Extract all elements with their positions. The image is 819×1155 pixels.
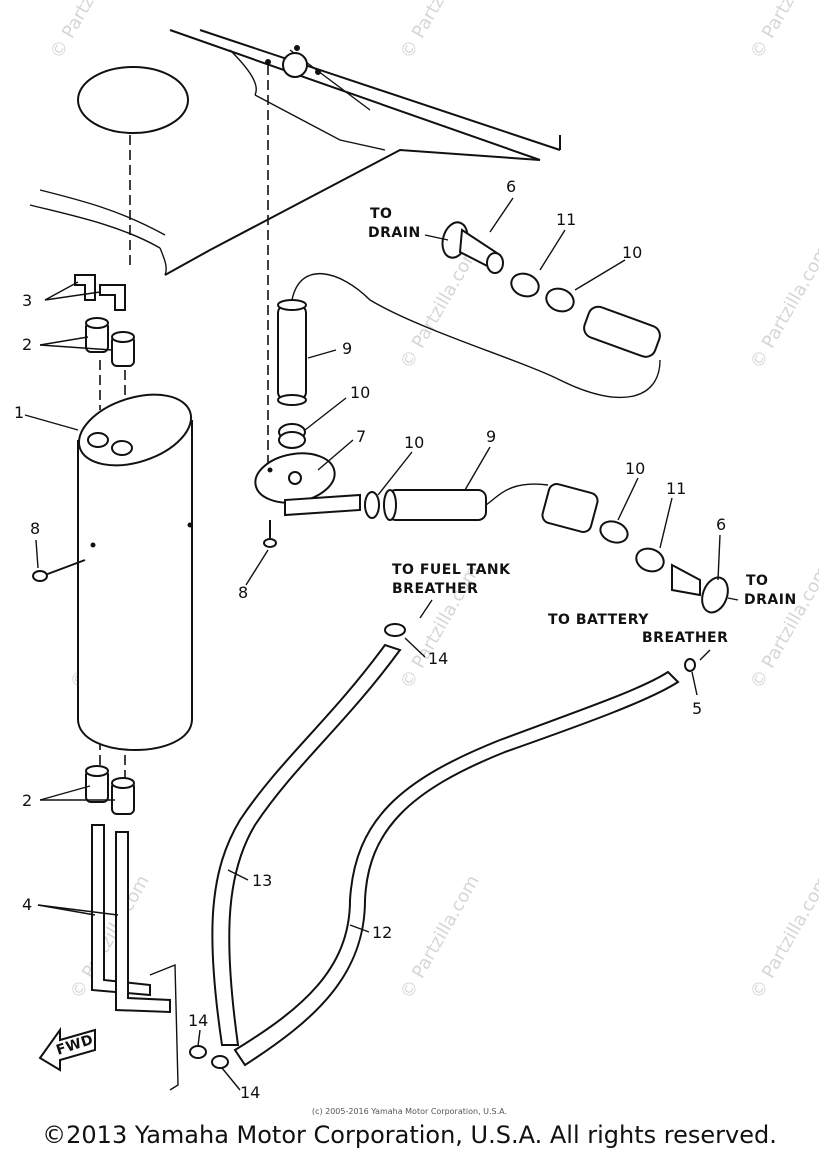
label-part-8: 8 [30, 519, 40, 538]
label-part-3: 3 [22, 291, 32, 310]
note-fuel-tank-2: BREATHER [392, 581, 478, 597]
label-part-10: 10 [350, 383, 370, 402]
watermark: © Partzilla.com [746, 242, 819, 373]
note-fuel-tank-1: TO FUEL TANK [392, 562, 511, 578]
deck-hole [77, 66, 189, 134]
label-part-1: 1 [14, 403, 24, 422]
watermark: © Partzilla.com [396, 0, 484, 63]
watermark: © Partzilla.com [746, 872, 819, 1003]
label-part-4: 4 [22, 895, 32, 914]
leader-lines [24, 197, 739, 1091]
hose-vertical [277, 273, 661, 406]
label-part-9: 9 [342, 339, 352, 358]
drain-assembly-right [541, 483, 729, 614]
watermark: © Partzilla.com [396, 242, 484, 373]
clamp-horizontal [364, 491, 380, 519]
hose-horizontal [383, 483, 549, 521]
label-part-11: 11 [666, 479, 686, 498]
label-part-10: 10 [622, 243, 642, 262]
label-part-13: 13 [252, 871, 272, 890]
watermark: © Partzilla.com [46, 0, 134, 63]
copyright-main: ©2013 Yamaha Motor Corporation, U.S.A. A… [42, 1121, 777, 1149]
copyright-small: (c) 2005-2016 Yamaha Motor Corporation, … [311, 1107, 508, 1116]
base-plate [254, 452, 361, 517]
label-part-5: 5 [692, 699, 702, 718]
label-part-7: 7 [356, 427, 366, 446]
part-number-labels: 3 2 1 8 2 4 8 9 10 7 10 9 10 11 6 6 11 1… [14, 177, 726, 1102]
label-part-8: 8 [238, 583, 248, 602]
label-part-2: 2 [22, 335, 32, 354]
callout-notes: TO DRAIN TO DRAIN TO FUEL TANK BREATHER … [368, 206, 797, 646]
watermark: © Partzilla.com [396, 872, 484, 1003]
screw-left [32, 559, 86, 582]
note-to-drain-right-1: TO [746, 573, 768, 589]
deck-fitting [282, 52, 308, 78]
drain-assembly-top [441, 221, 661, 358]
note-to-drain-top-1: TO [370, 206, 392, 222]
label-part-6: 6 [506, 177, 516, 196]
label-part-11: 11 [556, 210, 576, 229]
label-part-14: 14 [240, 1083, 260, 1102]
label-part-12: 12 [372, 923, 392, 942]
grommet-pair-bottom [85, 765, 135, 815]
watermark: © Partzilla.com [746, 0, 819, 63]
clamp-vertical [278, 423, 306, 449]
grommet-pair-top [85, 317, 135, 367]
hull-outline [29, 29, 561, 276]
label-part-14: 14 [188, 1011, 208, 1030]
long-hoses [211, 623, 696, 1067]
drain-pipes [91, 824, 179, 1091]
label-part-10: 10 [404, 433, 424, 452]
note-battery-2: BREATHER [642, 630, 728, 646]
label-part-14: 14 [428, 649, 448, 668]
note-to-drain-right-2: DRAIN [744, 592, 797, 608]
label-part-9: 9 [486, 427, 496, 446]
label-part-6: 6 [716, 515, 726, 534]
note-to-drain-top-2: DRAIN [368, 225, 421, 241]
note-battery-1: TO BATTERY [548, 612, 649, 628]
tank-cylinder [77, 393, 193, 751]
fwd-arrow-icon: FWD [38, 1026, 96, 1072]
label-part-2: 2 [22, 791, 32, 810]
screw-center [263, 520, 277, 548]
label-part-10: 10 [625, 459, 645, 478]
clamp-bottom [189, 1045, 229, 1069]
